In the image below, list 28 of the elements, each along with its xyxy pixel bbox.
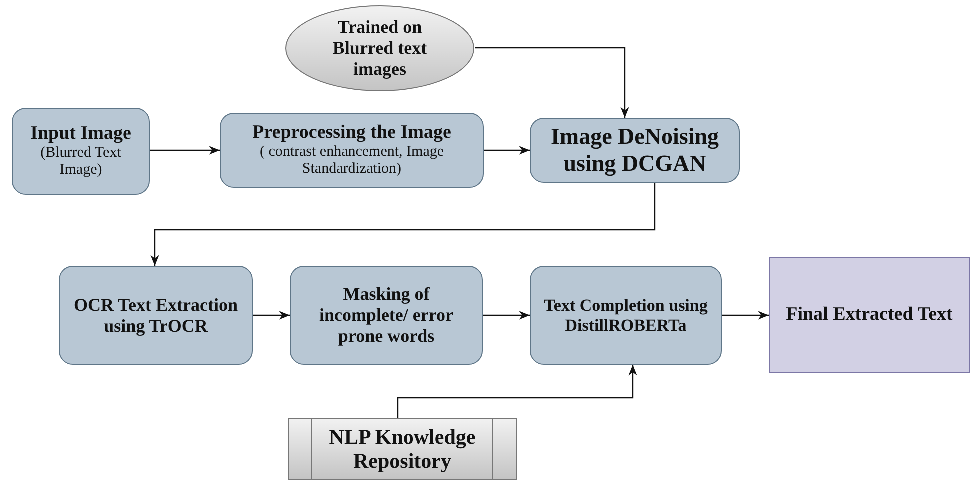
arrow: [150, 146, 220, 155]
node-title: NLP Knowledge Repository: [328, 424, 477, 474]
node-title: Text Completion using DistillROBERTa: [543, 296, 709, 336]
arrow: [253, 311, 290, 320]
predefined-process-box: [288, 418, 517, 480]
node-subtitle: ( contrast enhancement, Image Standardization): [258, 144, 446, 179]
node-title: Input Image: [30, 123, 132, 146]
node-title: Masking of incomplete/ error prone words: [318, 284, 455, 347]
process-box: [530, 118, 740, 183]
node-subtitle: (Blurred Text Image): [40, 145, 122, 180]
node-title: Preprocessing the Image: [252, 122, 452, 144]
arrow: [475, 47, 630, 118]
process-box: [59, 266, 253, 365]
arrow: [483, 311, 530, 320]
process-box: [290, 266, 483, 365]
output-box: [769, 257, 970, 373]
node-title: Trained on Blurred text images: [332, 17, 428, 80]
node-title: Final Extracted Text: [786, 304, 953, 326]
arrow: [722, 311, 769, 320]
process-box: [530, 266, 722, 365]
node-title: OCR Text Extraction using TrOCR: [73, 294, 239, 336]
node-title: Image DeNoising using DCGAN: [550, 124, 720, 177]
arrow: [150, 183, 656, 266]
process-box: [220, 113, 484, 188]
ellipse-node: [285, 5, 475, 92]
arrow: [397, 365, 638, 418]
process-box: [12, 108, 150, 195]
arrow: [484, 146, 530, 155]
